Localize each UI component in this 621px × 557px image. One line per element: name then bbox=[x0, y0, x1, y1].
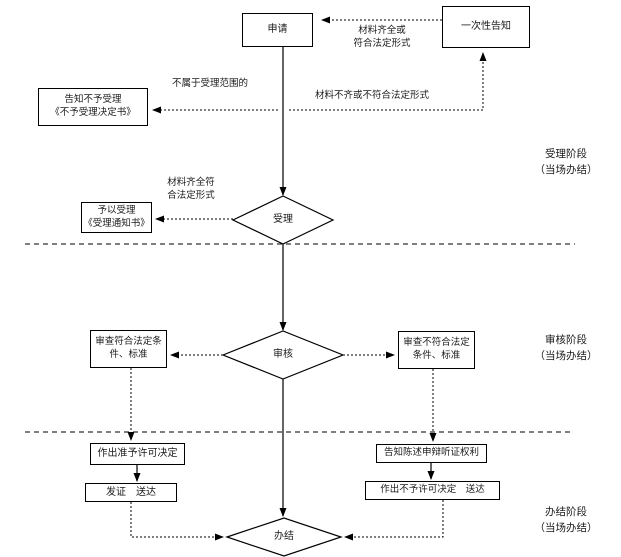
edge-label-out-of-scope: 不属于受理范围的 bbox=[171, 78, 248, 89]
complete-decision-diamond bbox=[225, 517, 343, 557]
edge-label-complete-materials-line1: 材料齐全或 bbox=[358, 25, 406, 36]
reject-notice-line2: 《不予受理决定书》 bbox=[50, 107, 136, 118]
reject-notice-box: 告知不予受理 《不予受理决定书》 bbox=[38, 88, 148, 126]
accept-decision-label: 受理 bbox=[273, 214, 293, 225]
review-decision-label: 审核 bbox=[273, 349, 293, 360]
apply-box: 申请 bbox=[242, 13, 313, 47]
stage-label-accept: 受理阶段 （当场办结） bbox=[524, 146, 608, 179]
edge-label-incomplete-materials: 材料不齐或不符合法定形式 bbox=[314, 90, 429, 101]
edge-label-materials-ok-line1: 材料齐全符 bbox=[167, 177, 215, 188]
edge-label-materials-ok-line2: 合法定形式 bbox=[167, 189, 215, 201]
complete-decision-label: 办结 bbox=[274, 531, 294, 542]
accept-result-line1: 予以受理 bbox=[97, 204, 136, 216]
inform-rights-box: 告知陈述申辩听证权利 bbox=[376, 444, 487, 463]
review-pass-line2: 件、标准 bbox=[109, 349, 148, 360]
review-decision-diamond bbox=[221, 330, 345, 380]
accept-result-box: 予以受理 《受理通知书》 bbox=[81, 202, 152, 233]
issue-certificate-label: 发证 送达 bbox=[106, 486, 156, 498]
stage-label-accept-line2: （当场办结） bbox=[534, 164, 598, 177]
dashed-arrow-deny-to-complete bbox=[344, 500, 444, 541]
review-fail-box: 审查不符合法定 条件、标准 bbox=[398, 331, 475, 369]
one-time-notice-label: 一次性告知 bbox=[461, 21, 511, 33]
one-time-notice-box: 一次性告知 bbox=[442, 6, 530, 48]
accept-result-line2: 《受理通知书》 bbox=[83, 217, 150, 229]
review-pass-line1: 审查符合法定条 bbox=[95, 336, 162, 348]
stage-label-review: 审核阶段 （当场办结） bbox=[524, 332, 608, 365]
edge-label-complete-materials-line2: 符合法定形式 bbox=[353, 37, 411, 49]
stage-label-complete-line1: 办结阶段 bbox=[545, 506, 587, 518]
review-fail-line1: 审查不符合法定 bbox=[403, 337, 470, 349]
edge-label-complete-materials: 材料齐全或 符合法定形式 bbox=[340, 25, 424, 51]
reject-notice-line1: 告知不予受理 bbox=[64, 94, 122, 106]
stage-label-accept-line1: 受理阶段 bbox=[545, 148, 587, 160]
issue-certificate-box: 发证 送达 bbox=[85, 483, 177, 502]
edge-label-materials-ok: 材料齐全符 合法定形式 bbox=[156, 177, 226, 203]
review-fail-line2: 条件、标准 bbox=[412, 350, 461, 361]
dashed-arrow-to-one-time-notice bbox=[289, 52, 487, 111]
review-pass-box: 审查符合法定条 件、标准 bbox=[90, 330, 167, 368]
apply-label: 申请 bbox=[267, 24, 288, 36]
deny-decision-label: 作出不予许可决定 送达 bbox=[380, 484, 485, 496]
deny-decision-box: 作出不予许可决定 送达 bbox=[365, 481, 500, 500]
grant-decision-box: 作出准予许可决定 bbox=[90, 443, 185, 465]
stage-label-complete-line2: （当场办结） bbox=[534, 522, 598, 535]
stage-label-complete: 办结阶段 （当场办结） bbox=[524, 504, 608, 537]
stage-label-review-line2: （当场办结） bbox=[534, 350, 598, 363]
grant-decision-label: 作出准予许可决定 bbox=[97, 448, 178, 460]
accept-decision-diamond bbox=[231, 195, 335, 245]
dashed-arrow-issue-to-complete bbox=[130, 502, 224, 541]
stage-label-review-line1: 审核阶段 bbox=[545, 334, 587, 346]
inform-rights-label: 告知陈述申辩听证权利 bbox=[383, 447, 479, 459]
